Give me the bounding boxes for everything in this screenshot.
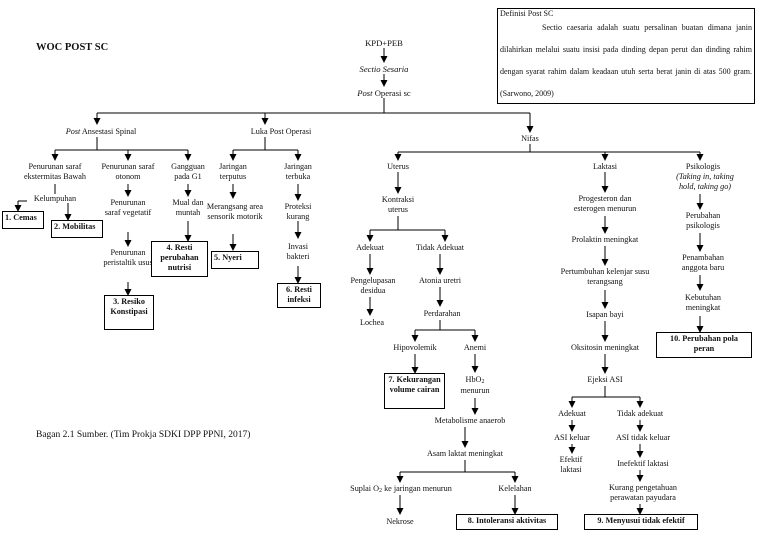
- node-asi-keluar: ASI keluar: [554, 433, 590, 442]
- node-isapan: Isapan bayi: [586, 310, 624, 319]
- node-nekrose: Nekrose: [386, 517, 414, 526]
- node-atonia: Atonia uretri: [418, 276, 462, 285]
- diagnosis-resiko-konstipasi: 3. Resiko Konstipasi: [104, 295, 154, 330]
- node-post-operasi-italic: Post: [357, 88, 373, 98]
- branch-anestesi: Post Ansestasi Spinal: [66, 127, 137, 137]
- node-kurang-pengetahuan: Kurang pengetahuan perawatan payudara: [609, 483, 677, 502]
- diagnosis-perubahan-pola-peran: 10. Perubahan pola peran: [656, 332, 752, 358]
- node-perdarahan: Perdarahan: [423, 309, 461, 318]
- suplai-sub: 2: [379, 488, 383, 494]
- definition-text: Sectio caesaria adalah suatu persalinan …: [500, 22, 752, 98]
- hbo2-rest: menurun: [460, 386, 490, 396]
- definition-title: Definisi Post SC: [500, 9, 554, 18]
- node-ejeksi: Ejeksi ASI: [587, 375, 623, 384]
- node-post-operasi-rest: Operasi sc: [372, 88, 411, 98]
- node-laktasi-tidak-adekuat: Tidak adekuat: [616, 409, 664, 418]
- node-efektif: Efektif laktasi: [559, 455, 583, 474]
- node-kebutuhan: Kebutuhan meningkat: [685, 293, 721, 312]
- page-title: WOC POST SC: [36, 42, 109, 53]
- node-kontraksi: Kontraksi uterus: [381, 195, 415, 214]
- diagnosis-intoleransi-aktivitas: 8. Intoleransi aktivitas: [456, 514, 558, 530]
- diagnosis-resti-nutrisi: 4. Resti perubahan nutrisi: [151, 241, 208, 277]
- node-lochea: Lochea: [359, 318, 385, 327]
- node-perubahan-psikologis: Perubahan psikologis: [685, 211, 721, 230]
- node-post-operasi: Post Operasi sc: [357, 88, 410, 98]
- branch-nifas: Nifas: [521, 134, 539, 143]
- node-laktasi-adekuat: Adekuat: [558, 409, 586, 418]
- branch-luka: Luka Post Operasi: [250, 127, 312, 136]
- hbo2-main: HbO: [465, 375, 482, 384]
- diagnosis-kekurangan-volume-cairan: 7. Kekurangan volume cairan: [384, 373, 445, 409]
- branch-anestesi-rest: Ansestasi Spinal: [80, 127, 137, 136]
- node-asi-tidak-keluar: ASI tidak keluar: [615, 433, 671, 442]
- node-prolaktin: Prolaktin meningkat: [571, 235, 639, 244]
- node-psikologis-phases: (Taking in, taking hold, taking go): [676, 172, 734, 191]
- node-merangsang: Merangsang area sensorik motorik: [206, 202, 264, 221]
- node-peristaltik: Penurunan peristaltik usus: [103, 248, 153, 267]
- node-asam-laktat: Asam laktat meningkat: [427, 449, 503, 458]
- node-proteksi: Proteksi kurang: [284, 202, 312, 221]
- node-uterus-adekuat: Adekuat: [356, 243, 384, 252]
- suplai-pre: Suplai O: [350, 484, 380, 493]
- node-mual-muntah: Mual dan muntah: [172, 198, 204, 217]
- definition-box: Definisi Post SC Sectio caesaria adalah …: [497, 8, 755, 104]
- node-progesteron: Progesteron dan esterogen menurun: [573, 194, 637, 213]
- node-metabolisme: Metabolisme anaerob: [434, 416, 506, 425]
- node-sectio-sesaria: Sectio Sesaria: [359, 64, 409, 74]
- node-kelelahan: Kelelahan: [498, 484, 532, 493]
- diagnosis-nyeri: 5. Nyeri: [211, 251, 259, 269]
- diagnosis-mobilitas: 2. Mobilitas: [51, 220, 103, 238]
- node-pertumbuhan: Pertumbuhan kelenjar susu terangsang: [560, 267, 650, 286]
- branch-anestesi-italic: Post: [65, 127, 81, 136]
- node-inefektif: Inefektif laktasi: [617, 459, 669, 468]
- diagnosis-cemas: 1. Cemas: [2, 211, 44, 229]
- node-anemi: Anemi: [463, 343, 487, 352]
- suplai-post: ke jaringan menurun: [382, 484, 452, 493]
- node-psikologis: Psikologis: [685, 162, 721, 171]
- node-suplai-o2: Suplai O2 ke jaringan menurun: [350, 484, 452, 495]
- hbo2-sub: 2: [481, 379, 485, 385]
- node-saraf-otonom: Penurunan saraf otonom: [101, 162, 155, 181]
- node-penambahan: Penambahan anggota baru: [681, 253, 725, 272]
- figure-source-caption: Bagan 2.1 Sumber. (Tim Prokja SDKI DPP P…: [36, 430, 251, 440]
- node-laktasi: Laktasi: [592, 162, 618, 171]
- node-kelumpuhan: Kelumpuhan: [33, 194, 77, 203]
- node-jaringan-terputus: Jaringan terputus: [219, 162, 247, 181]
- node-jaringan-terbuka: Jaringan terbuka: [284, 162, 312, 181]
- diagnosis-resti-infeksi: 6. Resti infeksi: [277, 283, 321, 308]
- node-saraf-bawah: Penurunan saraf ekstermitas Bawah: [23, 162, 87, 181]
- node-hipovolemik: Hipovolemik: [393, 343, 437, 352]
- node-saraf-vegetatif: Penurunan saraf vegetatif: [104, 198, 152, 217]
- node-uterus-tidak-adekuat: Tidak Adekuat: [415, 243, 465, 252]
- node-oksitosin: Oksitosin meningkat: [571, 343, 639, 352]
- node-pengelupasan: Pengelupasan desidua: [350, 276, 396, 295]
- node-uterus: Uterus: [387, 162, 409, 171]
- node-invasi: Invasi bakteri: [286, 242, 310, 261]
- diagnosis-menyusui-tidak-efektif: 9. Menyusui tidak efektif: [584, 514, 698, 530]
- node-gangguan-g1: Gangguan pada G1: [171, 162, 205, 181]
- node-kpd-peb: KPD+PEB: [365, 38, 403, 48]
